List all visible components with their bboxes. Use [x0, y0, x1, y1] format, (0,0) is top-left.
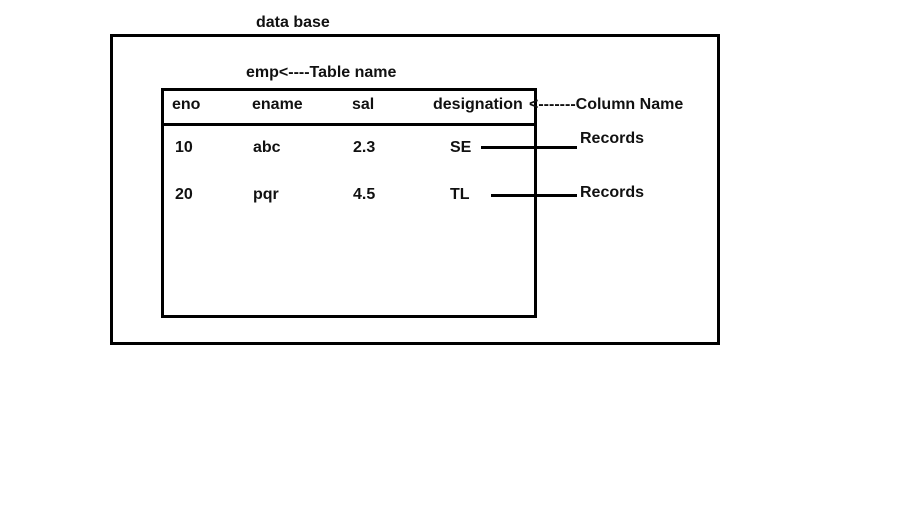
record-annotation: Records — [580, 184, 645, 201]
record-pointer-line — [491, 194, 577, 197]
table-box — [161, 88, 537, 318]
record-pointer-line — [481, 146, 577, 149]
column-header-sal: sal — [352, 96, 375, 113]
record-annotation: Records — [580, 130, 645, 147]
column-header-designation: designation — [433, 96, 523, 113]
database-label: data base — [256, 14, 330, 31]
column-header-eno: eno — [172, 96, 201, 113]
database-box — [110, 34, 720, 345]
table-cell: SE — [450, 139, 472, 156]
table-cell: 20 — [175, 186, 193, 203]
table-cell: 4.5 — [353, 186, 376, 203]
table-caption: emp<----Table name — [246, 64, 397, 81]
header-divider — [162, 123, 535, 126]
table-cell: TL — [450, 186, 470, 203]
column-header-ename: ename — [252, 96, 303, 113]
table-cell: abc — [253, 139, 281, 156]
table-cell: 10 — [175, 139, 193, 156]
table-cell: 2.3 — [353, 139, 376, 156]
column-name-annotation: <-------Column Name — [529, 96, 684, 113]
table-cell: pqr — [253, 186, 279, 203]
